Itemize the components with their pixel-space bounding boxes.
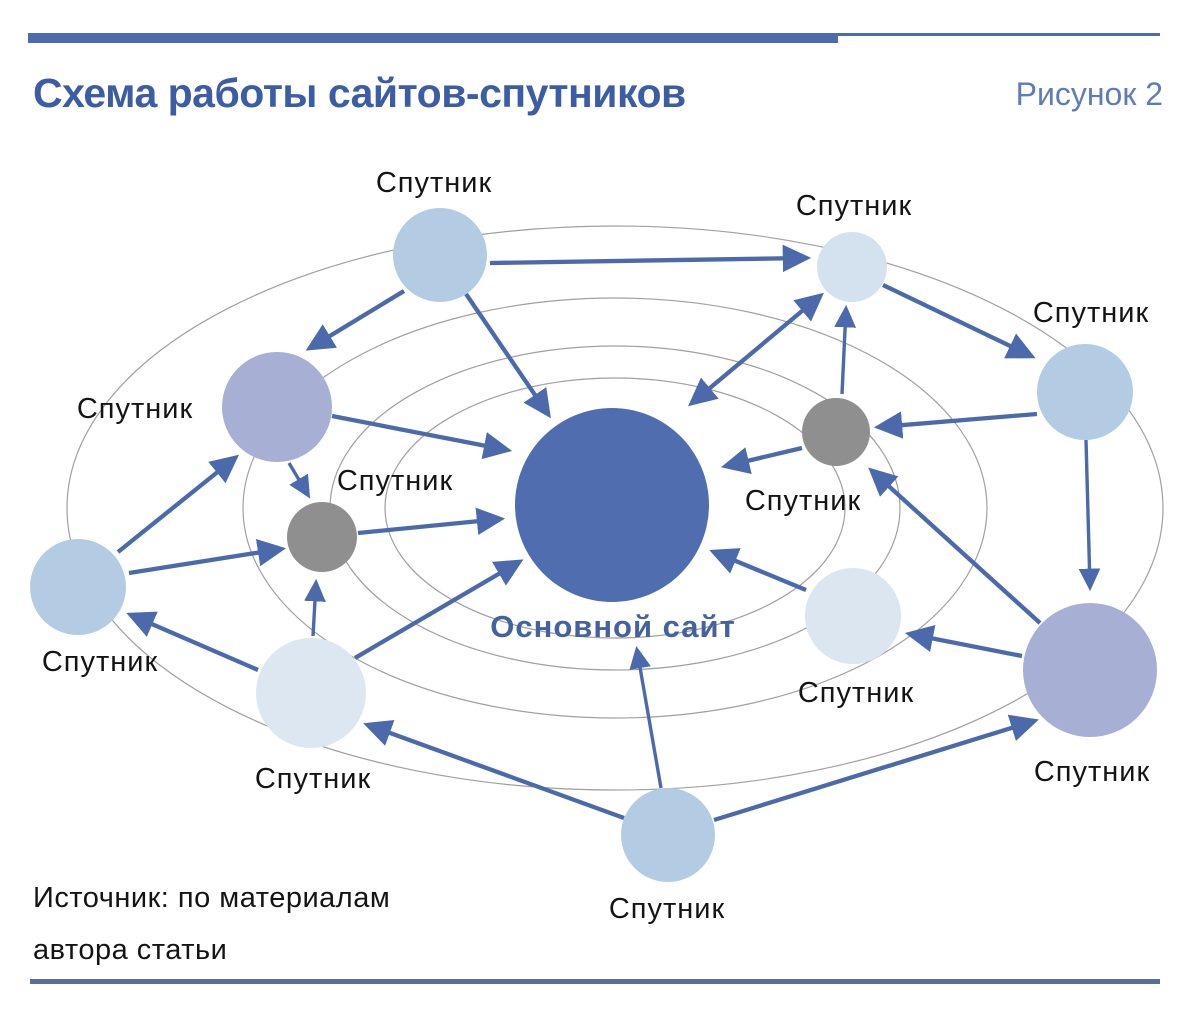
bottom-rule xyxy=(30,979,1160,984)
satellite-label-top-right: Спутник xyxy=(796,190,912,222)
satellite-label-top-left: Спутник xyxy=(376,167,492,199)
source-note-line1: Источник: по материалам xyxy=(33,882,391,914)
node-labels: Спутник Спутник Спутник Спутник Спутник … xyxy=(42,167,1150,925)
satellite-label-inner-right-light: Спутник xyxy=(798,677,914,709)
arrow-innerrightlight-to-main xyxy=(709,548,807,592)
arrow-main-topright-bidirectional xyxy=(688,292,824,407)
satellite-node-top-left xyxy=(393,208,487,302)
arrow-topright-to-right xyxy=(882,283,1036,359)
satellite-node-left-purple xyxy=(222,352,332,462)
satellite-node-inner-right-light xyxy=(805,568,901,664)
link-arrows xyxy=(116,244,1101,823)
arrow-bottomcenter-to-main xyxy=(629,645,663,789)
satellite-node-inner-right-gray xyxy=(802,398,870,466)
top-rule-thick xyxy=(28,33,838,43)
arrow-farrightpurple-to-innerrightlight xyxy=(904,624,1023,659)
arrow-topleft-to-leftpurple xyxy=(305,289,406,351)
satellite-node-far-right-purple xyxy=(1023,603,1157,737)
page-title: Схема работы сайтов-спутников xyxy=(33,70,686,116)
orbit-1 xyxy=(384,377,846,639)
arrow-leftpurple-to-graylft xyxy=(287,462,311,499)
satellite-label-left-purple: Спутник xyxy=(77,393,193,425)
arrow-farleft-to-graylft xyxy=(128,539,287,576)
satellite-label-inner-left-gray: Спутник xyxy=(337,465,453,497)
arrow-grayright-to-topright xyxy=(834,304,857,395)
arrow-bottomcenter-to-bottomleft xyxy=(363,719,625,821)
arrow-leftpurple-to-main xyxy=(331,413,513,460)
main-site-node xyxy=(515,408,709,602)
satellite-node-bottom-left xyxy=(256,638,366,748)
arrow-right-to-grayright xyxy=(873,411,1038,439)
figure-number-label: Рисунок 2 xyxy=(1015,76,1163,112)
satellite-label-right: Спутник xyxy=(1033,297,1149,329)
orbits xyxy=(66,225,1164,791)
arrow-bottomleft-to-farleft xyxy=(126,611,259,672)
arrow-bottomleft-to-graylft xyxy=(304,578,326,637)
satellite-node-top-right xyxy=(817,232,887,302)
satellite-label-bottom-center: Спутник xyxy=(609,893,725,925)
satellite-node-right xyxy=(1037,344,1133,440)
satellite-label-bottom-left: Спутник xyxy=(255,763,371,795)
satellite-label-inner-right-gray: Спутник xyxy=(745,485,861,517)
satellite-node-inner-left-gray xyxy=(287,502,357,572)
source-note-line2: автора статьи xyxy=(33,934,228,966)
arrow-topleft-to-topright xyxy=(489,244,812,273)
satellite-label-far-left: Спутник xyxy=(42,646,158,678)
satellite-label-far-right-purple: Спутник xyxy=(1034,756,1150,788)
nodes xyxy=(30,208,1157,882)
orbit-4 xyxy=(66,225,1164,791)
orbit-3 xyxy=(242,297,988,719)
arrow-farrightpurple-to-grayright xyxy=(868,467,1042,625)
arrow-graylft-to-main xyxy=(357,507,506,536)
top-rule-thin xyxy=(838,33,1160,36)
satellite-node-far-left xyxy=(30,539,126,635)
satellite-node-bottom-center xyxy=(621,788,715,882)
arrow-topleft-to-main xyxy=(464,292,551,419)
arrow-bottomleft-to-main xyxy=(353,559,524,660)
arrow-farleft-to-leftpurple xyxy=(116,454,240,554)
arrow-right-to-farrightpurple xyxy=(1078,439,1101,592)
source-note: Источник: по материалам автора статьи xyxy=(33,872,390,976)
arrow-bottomcenter-to-farrightpurple xyxy=(713,714,1039,823)
arrow-grayright-to-main xyxy=(720,445,803,475)
main-site-label: Основной сайт xyxy=(490,609,736,644)
